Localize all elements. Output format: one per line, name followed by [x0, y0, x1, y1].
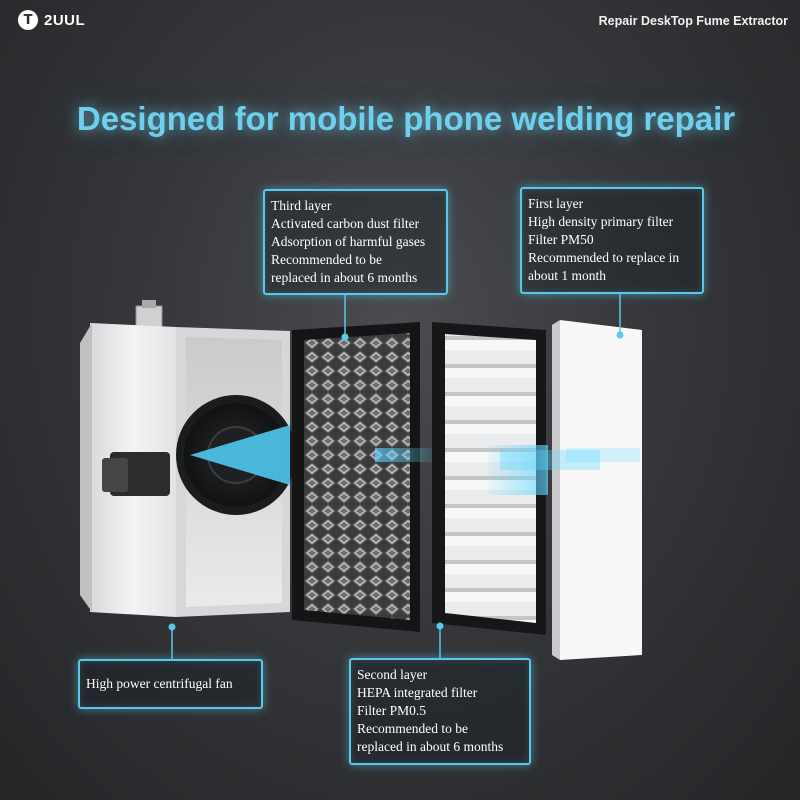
callout-fan: High power centrifugal fan: [78, 659, 263, 709]
callout-line: Filter PM0.5: [357, 703, 427, 718]
brand-name: 2UUL: [44, 11, 86, 29]
brand: T 2UUL: [18, 10, 85, 30]
callout-leaders: [171, 294, 621, 659]
primary-filter-panel: [552, 320, 642, 660]
callout-line: Second layer: [357, 667, 428, 682]
callout-line: First layer: [528, 196, 584, 211]
callout-third-layer: Third layer Activated carbon dust filter…: [263, 189, 448, 295]
callout-line: about 1 month: [528, 268, 606, 283]
callout-first-layer: First layer High density primary filter …: [520, 187, 704, 294]
headline: Designed for mobile phone welding repair: [76, 100, 736, 137]
callout-line: Recommended to replace in: [528, 250, 680, 265]
carbon-filter-panel: [292, 322, 420, 632]
callout-line: replaced in about 6 months: [357, 739, 504, 754]
product-title: Repair DeskTop Fume Extractor: [598, 14, 788, 28]
callout-line: Recommended to be: [357, 721, 468, 736]
callout-line: High power centrifugal fan: [86, 676, 233, 691]
callout-second-layer: Second layer HEPA integrated filter Filt…: [349, 658, 531, 765]
brand-logo-icon: T: [18, 10, 38, 30]
callout-line: Activated carbon dust filter: [271, 216, 420, 231]
callout-line: Third layer: [271, 198, 332, 213]
callout-line: Recommended to be: [271, 252, 382, 267]
callout-line: Adsorption of harmful gases: [271, 234, 426, 249]
callout-markers: [168, 331, 624, 631]
callout-line: High density primary filter: [528, 214, 674, 229]
airflow-arrows: [190, 425, 640, 495]
callout-line: Filter PM50: [528, 232, 594, 247]
callout-line: HEPA integrated filter: [357, 685, 478, 700]
callout-line: replaced in about 6 months: [271, 270, 418, 285]
